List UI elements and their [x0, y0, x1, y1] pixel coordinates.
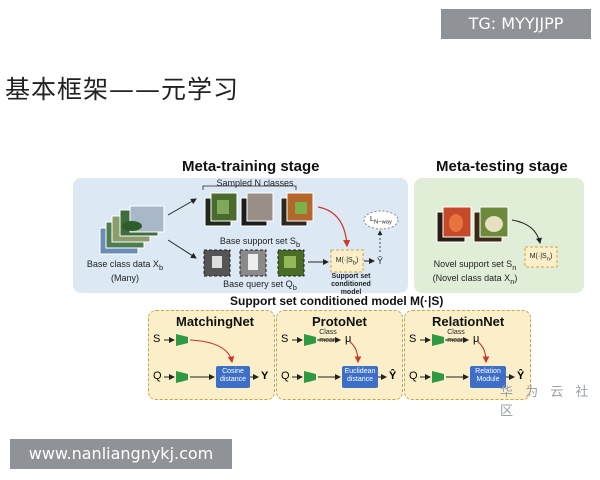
protonet-flow	[292, 334, 387, 383]
novel-class-text: (Novel class data X	[432, 272, 511, 283]
relationnet-heading: RelationNet	[432, 314, 505, 329]
corner-watermark: 华 为 云 社 区	[500, 385, 593, 419]
train-model-sub: b	[352, 260, 356, 267]
protonet-block: Euclidean distance	[342, 366, 378, 388]
matchingnet-q: Q	[153, 370, 162, 382]
base-query-text: Base query set Q	[223, 279, 293, 289]
sampled-classes-label: Sampled N classes	[216, 178, 294, 188]
relationnet-out: Ŷ	[517, 370, 525, 382]
base-class-many: (Many)	[110, 272, 139, 283]
slide-title: 基本框架——元学习	[5, 75, 240, 104]
relationnet-block: Relation Module	[470, 366, 506, 388]
novel-support-sub: n	[512, 262, 517, 272]
novel-support-images	[436, 206, 509, 243]
base-class-images	[99, 205, 165, 255]
conditioned-model-title: Support set conditioned model M(·|S)	[230, 294, 444, 308]
relationnet-flow	[420, 334, 515, 383]
protonet-out: Ŷ	[389, 370, 397, 382]
train-model-text: M(·|S	[335, 257, 353, 264]
model-panel-protonet	[276, 310, 403, 400]
test-model-text: M(·|S	[529, 253, 547, 260]
model-panel-relationnet	[404, 310, 531, 400]
base-support-sub: b	[295, 239, 301, 249]
base-support-images	[204, 192, 314, 227]
matchingnet-out: Y	[261, 370, 269, 382]
test-model-box-label: M(·|Sn)	[529, 253, 553, 263]
train-y-hat: Ŷ	[376, 256, 383, 266]
train-model-caption-2: conditioned model	[331, 281, 371, 296]
novel-support-label: Novel support set Sn (Novel class data X…	[432, 259, 518, 286]
train-model-caption-1: Support set	[331, 273, 371, 280]
relationnet-s: S	[409, 333, 417, 345]
matchingnet-flow	[164, 334, 259, 383]
novel-class-sub: n	[510, 276, 515, 286]
relationnet-mu: μ	[473, 333, 480, 345]
base-query-images	[203, 249, 305, 277]
model-panel-matchingnet	[148, 310, 275, 400]
protonet-heading: ProtoNet	[312, 314, 367, 329]
url-banner[interactable]: www.nanliangnykj.com	[10, 439, 232, 469]
base-support-text: Base support set S	[219, 236, 296, 246]
loss-label: LN−way	[366, 216, 396, 226]
protonet-class-mean: Class mean	[319, 329, 337, 344]
base-query-sub: b	[292, 282, 297, 292]
train-model-caption: Support set conditioned model	[320, 273, 382, 297]
relationnet-q: Q	[409, 370, 418, 382]
base-query-label: Base query set Qb	[208, 279, 312, 293]
base-support-label: Base support set Sb	[208, 236, 312, 250]
meta-testing-heading: Meta-testing stage	[436, 158, 568, 175]
relationnet-class-mean: Class mean	[447, 329, 465, 344]
base-class-text: Base class data X	[86, 259, 159, 269]
protonet-mu: μ	[345, 333, 352, 345]
protonet-q: Q	[281, 370, 290, 382]
matchingnet-block: Cosine distance	[216, 366, 250, 388]
loss-text: L	[370, 216, 374, 223]
base-class-sub: b	[158, 262, 164, 272]
matchingnet-heading: MatchingNet	[176, 314, 254, 329]
loss-sub: N−way	[373, 219, 392, 226]
meta-training-heading: Meta-training stage	[182, 158, 320, 175]
test-model-sub: n	[546, 256, 550, 263]
matchingnet-s: S	[153, 333, 161, 345]
base-class-label: Base class data Xb (Many)	[80, 259, 170, 283]
novel-support-text: Novel support set S	[433, 259, 513, 269]
tg-badge: TG: MYYJJPP	[441, 9, 591, 39]
train-model-box-label: M(·|Sb)	[335, 257, 359, 267]
protonet-s: S	[281, 333, 289, 345]
